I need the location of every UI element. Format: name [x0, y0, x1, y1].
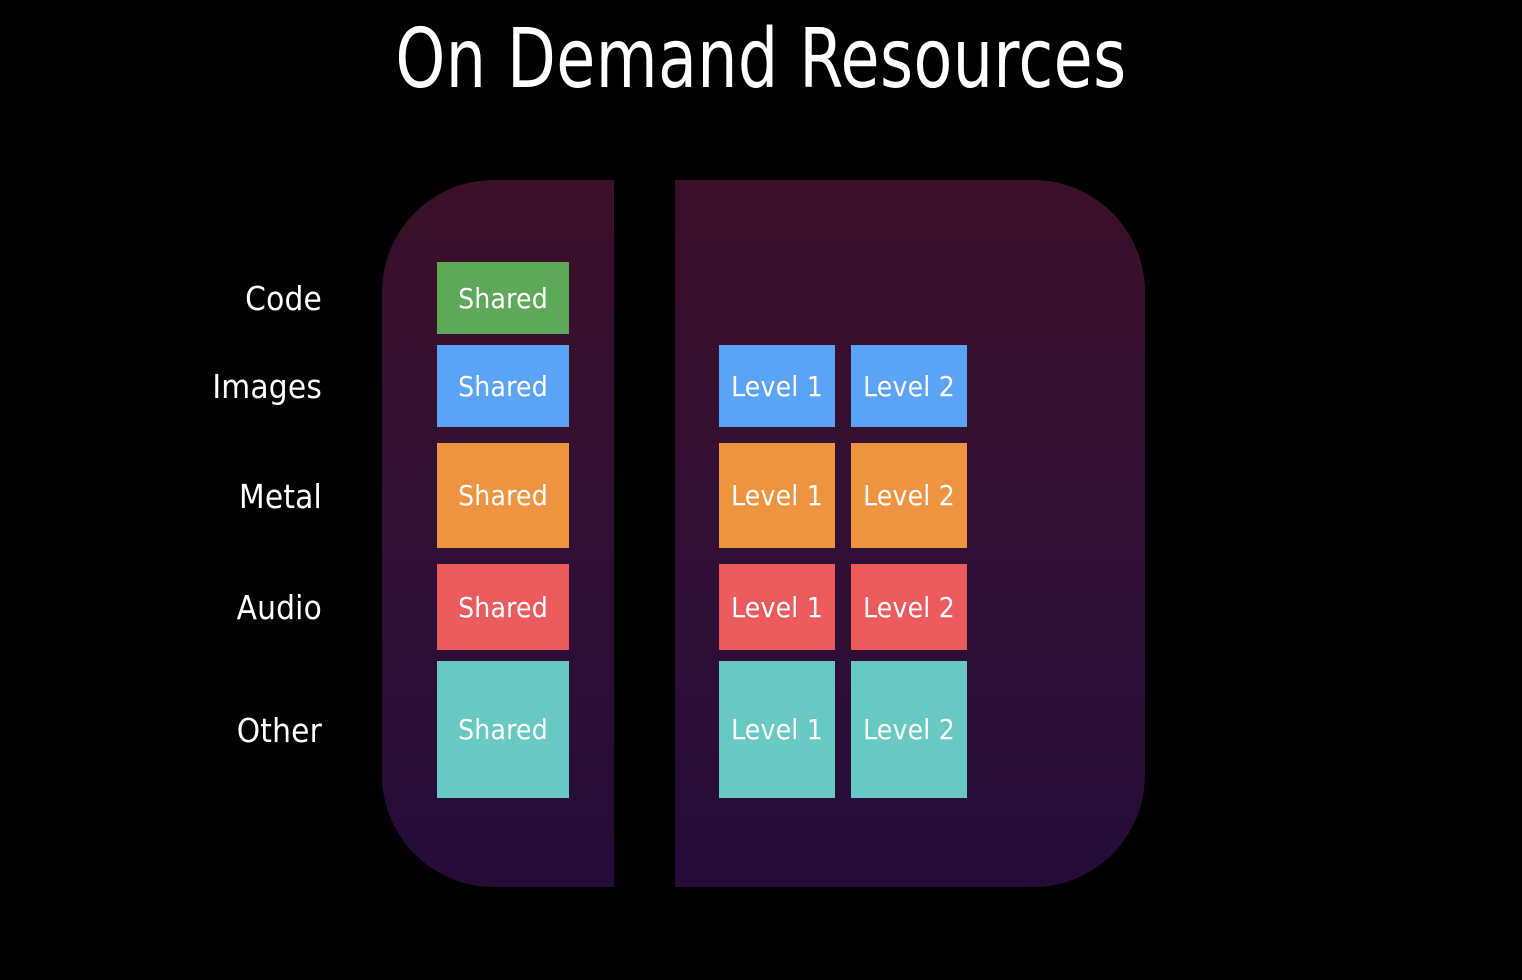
table-row: Audio Shared Level 1 Level 2 — [0, 564, 1522, 650]
table-row: Images Shared Level 1 Level 2 — [0, 345, 1522, 427]
page-title: On Demand Resources — [395, 12, 1127, 107]
cell-code-shared[interactable]: Shared — [437, 262, 569, 334]
cell-other-level1[interactable]: Level 1 — [719, 661, 835, 798]
row-label-code: Code — [245, 279, 322, 318]
cell-images-level2[interactable]: Level 2 — [851, 345, 967, 427]
cell-metal-shared[interactable]: Shared — [437, 443, 569, 548]
cell-other-level2[interactable]: Level 2 — [851, 661, 967, 798]
table-row: Code Shared — [0, 262, 1522, 334]
cell-metal-level1[interactable]: Level 1 — [719, 443, 835, 548]
cell-metal-level2[interactable]: Level 2 — [851, 443, 967, 548]
row-label-other: Other — [236, 711, 322, 750]
table-row: Metal Shared Level 1 Level 2 — [0, 443, 1522, 548]
row-label-images: Images — [212, 367, 322, 406]
cell-audio-level1[interactable]: Level 1 — [719, 564, 835, 650]
cell-audio-shared[interactable]: Shared — [437, 564, 569, 650]
cell-images-shared[interactable]: Shared — [437, 345, 569, 427]
cell-images-level1[interactable]: Level 1 — [719, 345, 835, 427]
table-row: Other Shared Level 1 Level 2 — [0, 661, 1522, 798]
row-label-metal: Metal — [239, 477, 322, 516]
cell-other-shared[interactable]: Shared — [437, 661, 569, 798]
row-label-audio: Audio — [236, 588, 322, 627]
cell-audio-level2[interactable]: Level 2 — [851, 564, 967, 650]
